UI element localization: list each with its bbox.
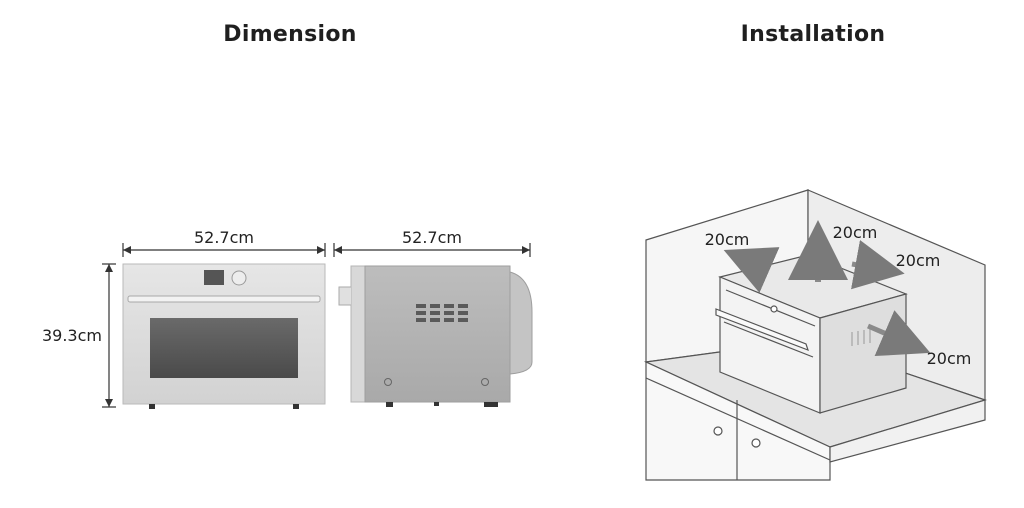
clearance-top-label: 20cm [833,223,878,242]
side-view-oven: 52.7cm [333,228,533,407]
door-handle [127,295,321,303]
side-clearance-arrow-icon [867,310,931,357]
clearance-arrows [723,220,931,357]
control-knob-icon [231,270,247,286]
clearance-back-label: 20cm [896,251,941,270]
side-depth-label: 52.7cm [402,228,462,247]
back-clearance-arrow-icon [851,240,905,290]
door-window [150,318,298,378]
height-label: 39.3cm [42,326,102,345]
installation-scene [643,189,987,481]
front-view-oven: 52.7cm 39.3cm [42,228,326,409]
front-width-label: 52.7cm [194,228,254,247]
clearance-left-label: 20cm [705,230,750,249]
clearance-side-label: 20cm [927,349,972,368]
installation-heading: Installation [740,22,886,47]
dimension-heading: Dimension [223,22,357,47]
left-clearance-arrow-icon [723,247,780,293]
side-vents [416,304,468,322]
display-panel [204,270,224,285]
